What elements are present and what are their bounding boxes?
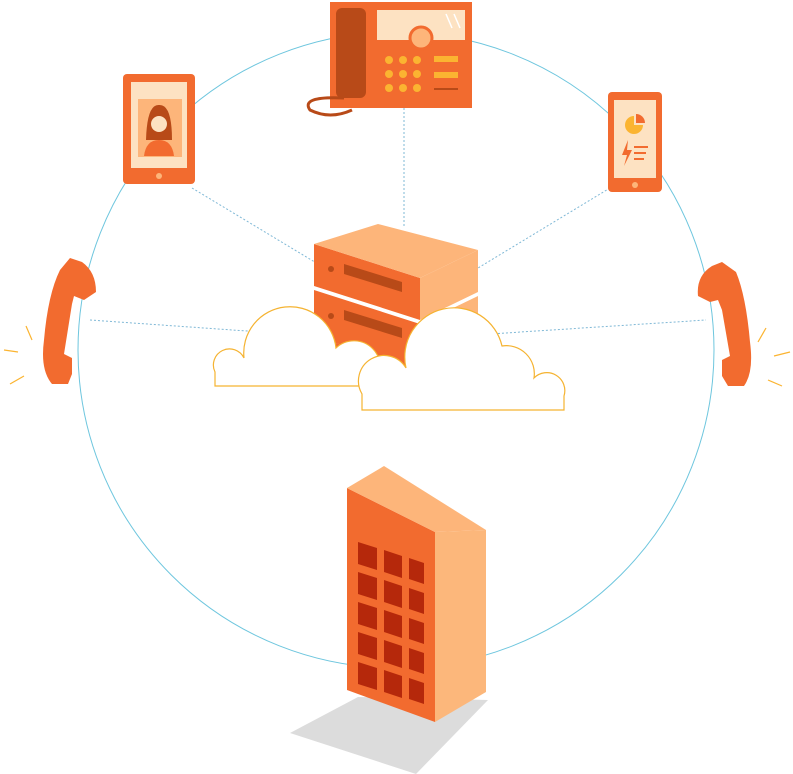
connector-lines [89, 108, 707, 337]
building-shadow [290, 697, 488, 774]
server-slot [344, 310, 402, 338]
person-avatar-icon [144, 104, 174, 156]
building-windows [358, 542, 424, 704]
lightning-icon [622, 140, 632, 166]
cloud-icon [212, 306, 566, 411]
connector-smartphone [477, 187, 611, 269]
server-slot [344, 264, 402, 292]
connector-handset-right [489, 319, 707, 335]
cloud-right [357, 307, 566, 411]
phone-handset-icon [3, 258, 96, 385]
server-light [328, 313, 334, 319]
phone-handset-icon [697, 262, 791, 387]
building-icon [347, 466, 486, 722]
server-light [328, 266, 334, 272]
connector-tablet [191, 187, 319, 265]
pie-chart-icon [625, 116, 643, 134]
smartphone-icon [608, 92, 662, 192]
tablet-icon [123, 74, 195, 184]
ring-lines [757, 327, 791, 387]
ring-lines [3, 325, 33, 385]
desk-phone-icon [306, 2, 472, 117]
cloud-left [212, 306, 381, 387]
